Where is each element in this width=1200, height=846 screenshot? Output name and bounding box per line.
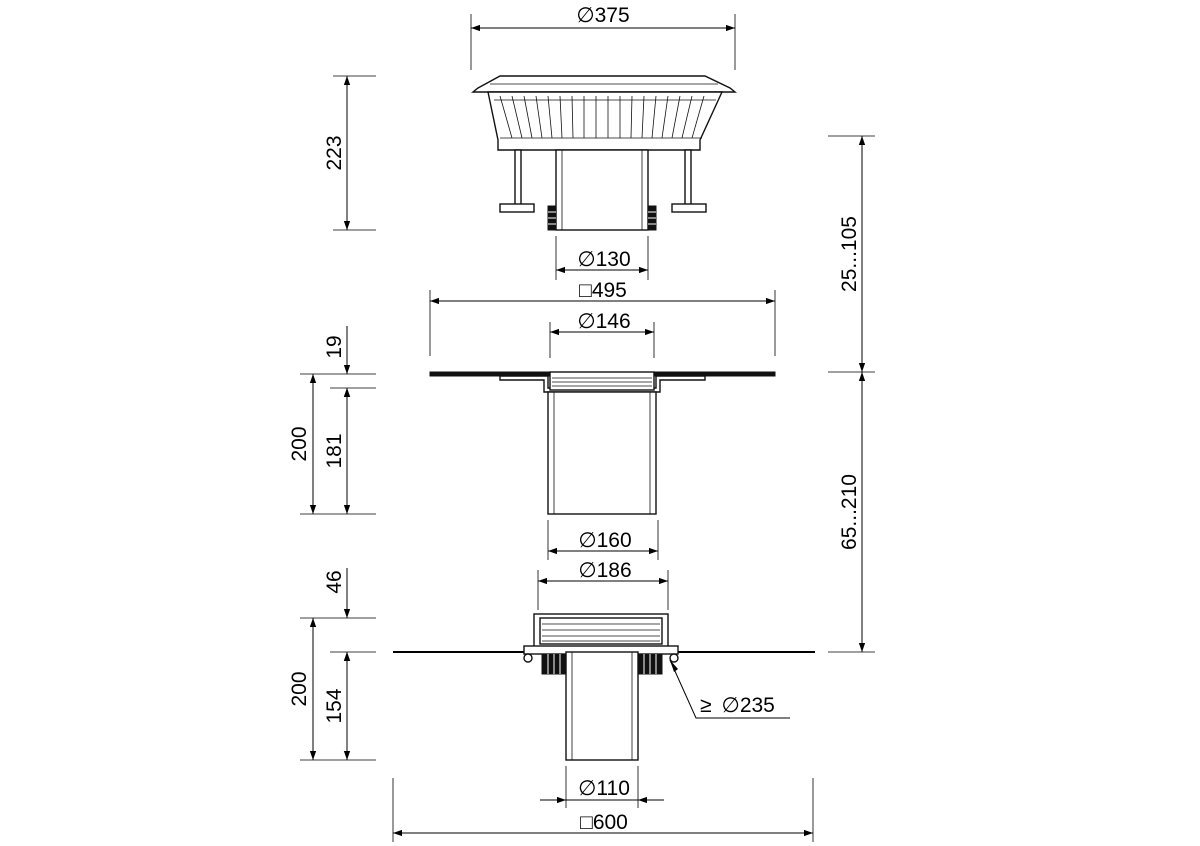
svg-text:181: 181 [323, 433, 346, 468]
svg-text:∅160: ∅160 [578, 529, 631, 552]
svg-text:46: 46 [323, 570, 346, 593]
svg-text:□495: □495 [579, 279, 627, 302]
dim-adjust-bottom: 65...210 [828, 372, 875, 653]
middle-extension-body [429, 371, 776, 515]
dim-bottom-body-height: 154 [323, 652, 351, 760]
dim-middle-pipe-diameter: ∅160 [547, 520, 659, 560]
svg-text:154: 154 [323, 688, 346, 723]
svg-text:200: 200 [288, 671, 311, 706]
basket-slots [494, 95, 716, 139]
dim-bottom-clamp-diameter: ≥∅235 [669, 659, 790, 719]
dim-top-height: 223 [323, 75, 376, 231]
dim-middle-inner-diameter: ∅146 [549, 310, 655, 358]
dim-bottom-rim-height: 46 [300, 568, 376, 664]
svg-text:19: 19 [323, 335, 346, 358]
dim-adjust-top: 25...105 [828, 135, 875, 373]
dim-middle-total-height: 200 [288, 374, 376, 515]
svg-text:□600: □600 [580, 811, 628, 834]
dim-middle-body-height: 181 [323, 388, 351, 514]
svg-text:∅375: ∅375 [576, 4, 629, 27]
svg-text:65...210: 65...210 [838, 474, 861, 550]
dim-middle-flange-thickness: 19 [300, 326, 376, 400]
dim-bottom-total-height: 200 [288, 618, 376, 761]
top-gravel-guard [471, 75, 737, 231]
svg-text:≥∅235: ≥∅235 [700, 694, 775, 717]
svg-text:∅146: ∅146 [577, 310, 630, 333]
svg-text:200: 200 [288, 426, 311, 461]
svg-text:∅110: ∅110 [578, 777, 630, 800]
svg-text:223: 223 [323, 135, 346, 170]
dim-top-diameter: ∅375 [470, 4, 736, 70]
dim-bottom-frame-diameter: ∅186 [537, 559, 669, 610]
dim-bottom-flange-square: □600 [392, 778, 814, 842]
dim-top-pipe-diameter: ∅130 [555, 236, 649, 280]
svg-text:∅186: ∅186 [578, 559, 631, 582]
svg-text:25...105: 25...105 [838, 216, 861, 292]
dim-middle-flange-square: □495 [429, 279, 776, 356]
svg-text:∅130: ∅130 [577, 248, 630, 271]
bottom-roof-drain [393, 613, 815, 761]
dim-bottom-outlet-diameter: ∅110 [540, 766, 664, 808]
